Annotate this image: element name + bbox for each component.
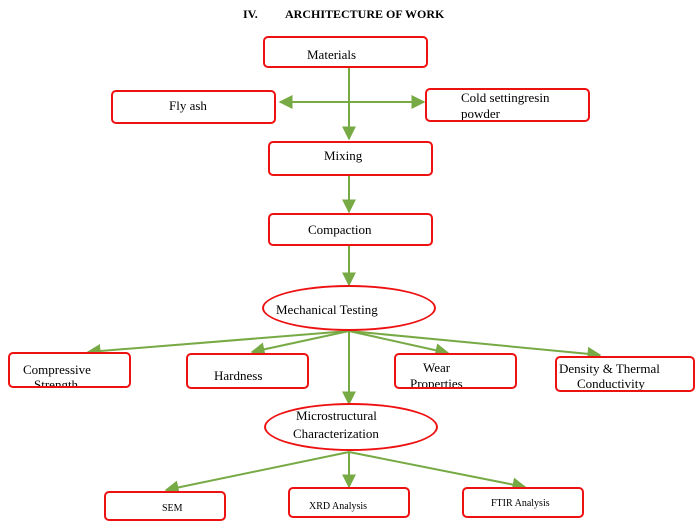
hardness-label: Hardness xyxy=(214,368,263,383)
arrow-to-compressive xyxy=(86,330,350,358)
compressive-label-line1: Compressive xyxy=(23,362,91,377)
xrd-analysis-box: XRD Analysis xyxy=(288,487,410,518)
density-thermal-box: Density & Thermal Conductivity xyxy=(555,356,695,392)
section-number: IV. xyxy=(243,7,258,21)
mixing-label: Mixing xyxy=(324,148,363,163)
mixing-box: Mixing xyxy=(268,141,433,176)
hardness-box: Hardness xyxy=(186,353,309,389)
materials-label: Materials xyxy=(307,47,357,62)
wear-label-line1: Wear xyxy=(423,360,451,375)
arrow-to-hardness xyxy=(250,330,350,357)
ftir-analysis-box: FTIR Analysis xyxy=(462,487,584,518)
resin-label-line2: powder xyxy=(461,106,500,121)
compaction-label: Compaction xyxy=(308,222,372,237)
ftir-label: FTIR Analysis xyxy=(491,498,550,509)
section-title: ARCHITECTURE OF WORK xyxy=(285,7,445,21)
fly-ash-box: Fly ash xyxy=(111,90,276,124)
fly-ash-label: Fly ash xyxy=(169,98,207,113)
wear-label-line2: Properties xyxy=(410,376,463,389)
arrow-to-sem xyxy=(164,451,350,495)
section-heading: IV. ARCHITECTURE OF WORK xyxy=(0,7,698,25)
density-label-line1: Density & Thermal xyxy=(559,361,660,376)
materials-box: Materials xyxy=(263,36,428,68)
mechanical-testing-ellipse: Mechanical Testing xyxy=(262,285,436,331)
density-label-line2: Conductivity xyxy=(577,376,645,391)
xrd-label: XRD Analysis xyxy=(309,501,368,512)
resin-label-line1: Cold settingresin xyxy=(461,90,550,105)
arrow-to-density xyxy=(348,330,602,361)
microstructural-ellipse: Microstructural Characterization xyxy=(264,403,438,451)
sem-label: SEM xyxy=(162,503,183,514)
sem-box: SEM xyxy=(104,491,226,521)
compaction-box: Compaction xyxy=(268,213,433,246)
resin-box: Cold settingresin powder xyxy=(425,88,590,122)
arrow-to-ftir xyxy=(348,451,527,492)
micro-label-line2: Characterization xyxy=(293,426,379,441)
wear-properties-box: Wear Properties xyxy=(394,353,517,389)
mechanical-testing-label: Mechanical Testing xyxy=(276,302,378,317)
compressive-strength-box: Compressive Strength xyxy=(8,352,131,388)
micro-label-line1: Microstructural xyxy=(296,408,377,423)
arrow-to-wear xyxy=(348,330,450,358)
compressive-label-line2: Strength xyxy=(34,377,79,388)
